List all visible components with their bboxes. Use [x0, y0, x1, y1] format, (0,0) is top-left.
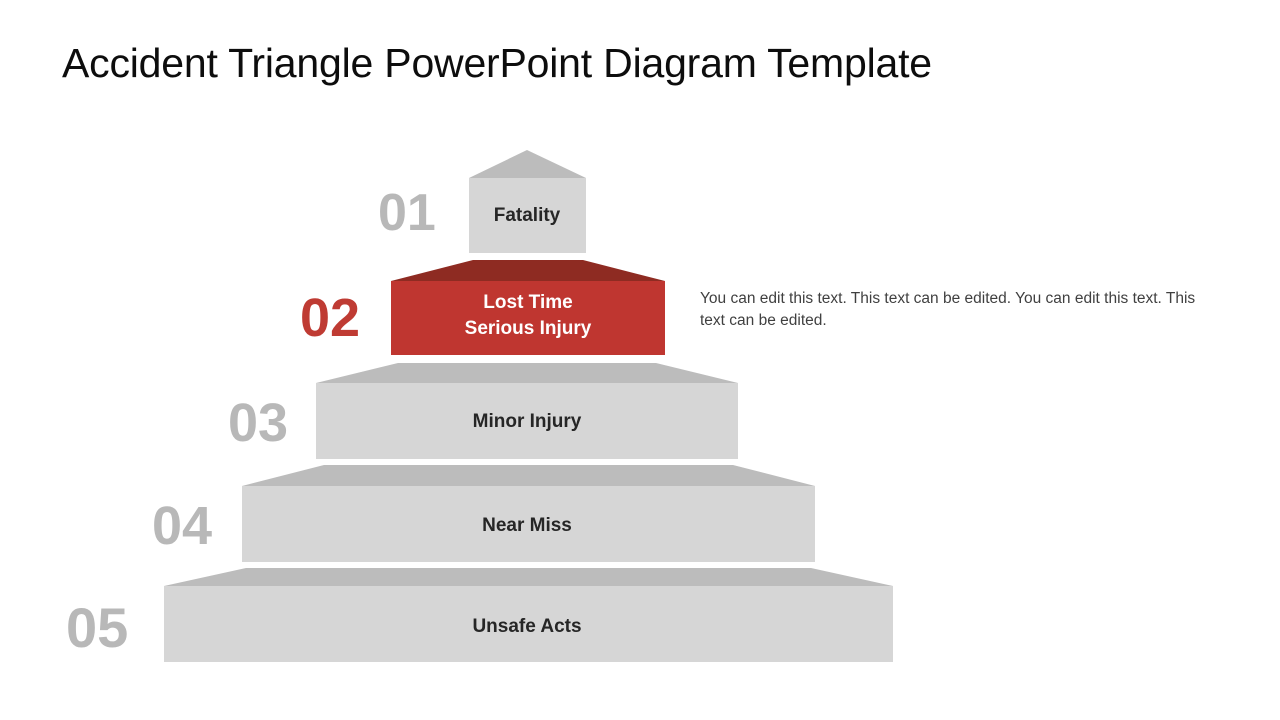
level-02-description: You can edit this text. This text can be…: [700, 290, 1196, 330]
level-05-top-face: [164, 568, 893, 586]
level-label-04: Near Miss: [482, 515, 572, 536]
level-02-top-face: [391, 260, 665, 281]
level-label-03: Minor Injury: [472, 411, 582, 432]
level-label-02: Lost Time Serious Injury: [464, 292, 592, 339]
pyramid-level-01[interactable]: [469, 150, 586, 253]
pyramid-level-02[interactable]: [391, 260, 665, 355]
pyramid-level-03[interactable]: [316, 363, 738, 459]
level-label-01: Fatality: [493, 205, 561, 226]
level-number-03: 03: [228, 393, 289, 453]
level-number-02: 02: [300, 288, 361, 348]
pyramid-level-05[interactable]: [164, 568, 893, 662]
page-title: Accident Triangle PowerPoint Diagram Tem…: [62, 40, 932, 86]
level-01-apex-face: [469, 150, 586, 178]
level-number-05: 05: [66, 596, 129, 659]
level-03-front-face: [316, 383, 738, 459]
level-01-front-face: [469, 178, 586, 253]
level-label-05: Unsafe Acts: [472, 616, 582, 637]
level-number-04: 04: [152, 496, 213, 556]
level-number-01: 01: [378, 184, 436, 242]
level-02-front-face: [391, 281, 665, 355]
level-05-front-face: [164, 586, 893, 662]
pyramid-level-04[interactable]: [242, 465, 815, 562]
level-04-front-face: [242, 486, 815, 562]
level-03-top-face: [316, 363, 738, 383]
level-04-top-face: [242, 465, 815, 486]
